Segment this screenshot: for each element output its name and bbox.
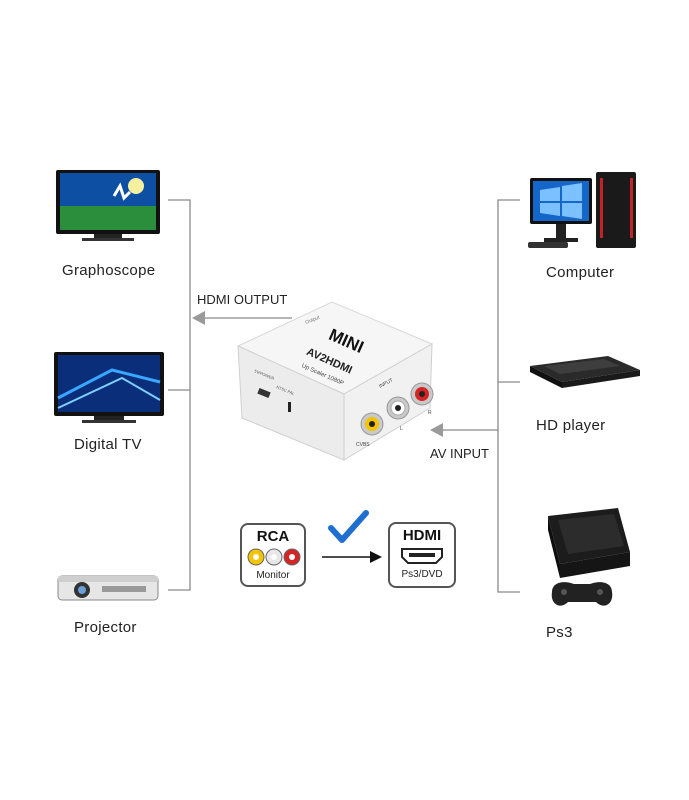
- left-bracket-line: [168, 199, 191, 591]
- av2hdmi-converter: MINI AV2HDMI Up Scaler 1080P Output 5V/P…: [236, 301, 434, 461]
- conversion-arrowhead: [370, 551, 382, 563]
- computer-icon: [528, 172, 636, 248]
- hdmi-output-box: HDMI Ps3/DVD: [388, 522, 456, 588]
- av-input-label: AV INPUT: [430, 446, 489, 461]
- hdmi-box-caption: Ps3/DVD: [401, 569, 443, 580]
- hd-player-icon: [530, 356, 640, 388]
- rca-box-title: RCA: [256, 528, 290, 545]
- graphoscope-icon: [56, 170, 160, 241]
- check-mark-icon: [328, 510, 369, 543]
- converter-output-text: Output: [305, 314, 322, 325]
- converter-cvbs-text: CVBS: [356, 442, 370, 448]
- rca-box-caption: Monitor: [256, 570, 290, 581]
- hdmi-output-label: HDMI OUTPUT: [197, 292, 288, 307]
- hdmi-box-title: HDMI: [402, 527, 442, 544]
- right-bracket-line: [497, 199, 520, 593]
- av-input-arrowhead: [430, 423, 443, 437]
- hd-player-label: HD player: [536, 417, 606, 434]
- computer-label: Computer: [546, 264, 615, 281]
- rca-plugs-icon: [247, 548, 301, 566]
- usb-port: [257, 387, 271, 399]
- projector-label: Projector: [74, 619, 137, 636]
- converter-r-text: R: [428, 410, 432, 416]
- digital-tv-label: Digital TV: [74, 436, 142, 453]
- hdmi-connector-icon: [401, 548, 443, 564]
- hdmi-output-arrowhead: [192, 311, 205, 325]
- digital-tv-icon: [54, 352, 164, 423]
- ps3-label: Ps3: [546, 624, 573, 641]
- graphoscope-label: Graphoscope: [62, 262, 156, 279]
- ps3-icon: [548, 508, 630, 606]
- rca-input-box: RCA Monitor: [240, 523, 306, 587]
- projector-icon: [57, 575, 159, 601]
- converter-l-text: L: [400, 426, 403, 432]
- ntsc-pal-switch: [288, 402, 291, 412]
